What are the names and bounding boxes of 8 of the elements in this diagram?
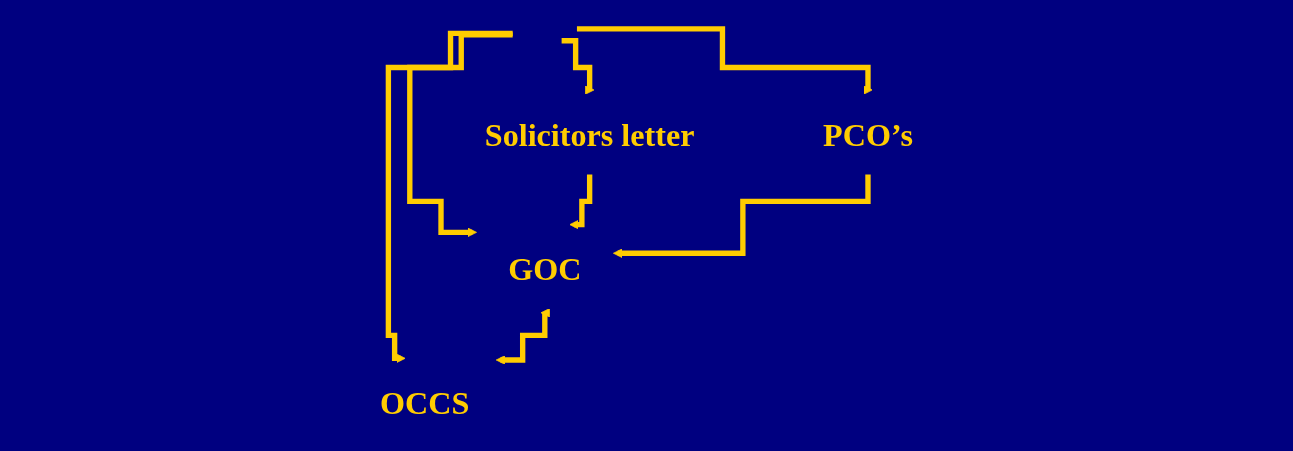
node-label: GOC [508,250,582,287]
node-label: Solicitors letter [484,116,695,153]
arrow [385,30,513,364]
node-label: OCCS [380,384,470,420]
node-label: PCO’s [823,116,913,153]
arrow [561,38,595,95]
arrow [495,308,550,365]
arrow [576,26,873,95]
